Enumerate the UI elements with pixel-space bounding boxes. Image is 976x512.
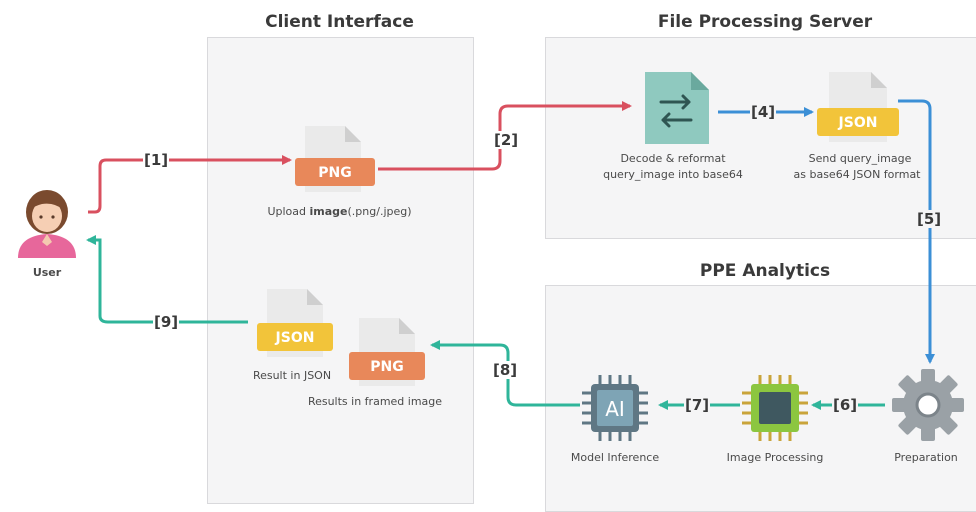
send-caption-line2: as base64 JSON format <box>793 168 921 181</box>
user-label: User <box>32 266 62 279</box>
result-png-badge-text: PNG <box>370 359 403 375</box>
send-caption-line1: Send query_image <box>808 152 912 165</box>
model-inference-caption: Model Inference <box>570 451 660 464</box>
ai-chip-text: AI <box>605 397 625 421</box>
client-interface-panel <box>207 37 474 504</box>
file-processing-server-panel <box>545 37 976 239</box>
upload-caption-bold: image <box>309 205 348 218</box>
json-file-icon: JSON <box>817 72 899 142</box>
ai-chip-icon: AI <box>582 375 648 441</box>
convert-document-icon <box>645 72 709 144</box>
png-badge-text: PNG <box>318 165 351 181</box>
upload-caption: Upload image(.png/.jpeg) <box>237 204 442 219</box>
step-label-4: [4] <box>750 103 777 121</box>
client-interface-title: Client Interface <box>265 12 414 32</box>
png-file-icon: PNG <box>295 126 375 192</box>
upload-caption-post: (.png/.jpeg) <box>347 205 412 218</box>
result-png-caption: Results in framed image <box>307 395 443 408</box>
step-label-2: [2] <box>493 131 520 149</box>
user-icon <box>18 190 76 258</box>
result-json-badge-text: JSON <box>275 330 315 346</box>
result-json-file-icon: JSON <box>257 289 333 357</box>
processor-chip-icon <box>742 375 808 441</box>
file-processing-server-title: File Processing Server <box>657 12 873 32</box>
image-processing-caption: Image Processing <box>726 451 824 464</box>
step-label-5: [5] <box>916 210 943 228</box>
arrow-step-1 <box>88 155 292 214</box>
decode-caption-line2: query_image into base64 <box>603 168 743 181</box>
arrow-step-5 <box>898 99 935 364</box>
gear-icon <box>892 369 964 441</box>
result-png-file-icon: PNG <box>349 318 425 386</box>
preparation-caption: Preparation <box>894 451 958 464</box>
step-label-8: [8] <box>492 361 519 379</box>
ppe-analytics-title: PPE Analytics <box>699 261 831 281</box>
step-label-6: [6] <box>832 396 859 414</box>
arrow-step-9 <box>86 235 248 324</box>
step-label-7: [7] <box>684 396 711 414</box>
upload-caption-pre: Upload <box>267 205 310 218</box>
step-label-1: [1] <box>143 151 170 169</box>
step-label-9: [9] <box>153 313 180 331</box>
decode-caption-line1: Decode & reformat <box>620 152 726 165</box>
result-json-caption: Result in JSON <box>252 369 332 382</box>
json-badge-text: JSON <box>838 115 878 131</box>
